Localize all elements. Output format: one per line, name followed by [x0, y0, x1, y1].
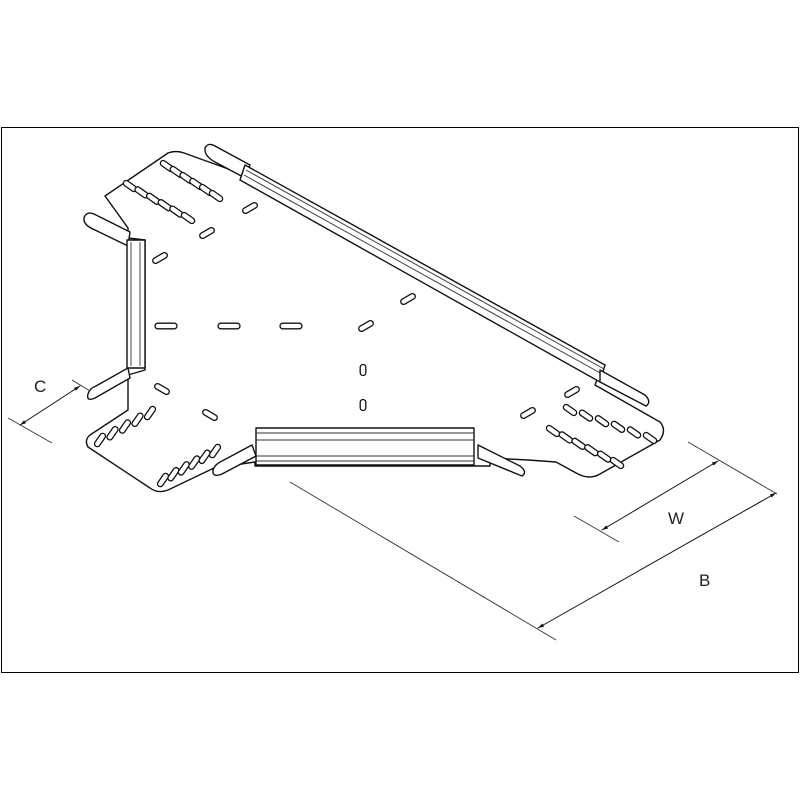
slot [202, 408, 218, 422]
drawing-frame [1, 127, 799, 673]
slot [578, 409, 594, 422]
slot [242, 201, 258, 215]
slot [131, 412, 144, 428]
slot [359, 363, 367, 377]
slot [177, 461, 190, 476]
dimension-b-label: B [699, 571, 710, 590]
slot [217, 322, 241, 330]
slot [520, 406, 536, 420]
slot [143, 405, 157, 421]
slot [156, 472, 170, 488]
slot [564, 385, 580, 399]
left-side-rail [83, 212, 146, 401]
slot [198, 449, 211, 465]
perforation-slots [93, 159, 658, 488]
dimension-b: B [289, 481, 777, 641]
slot [118, 419, 132, 434]
slot [279, 322, 303, 330]
slot [199, 226, 215, 240]
slot [359, 398, 367, 412]
slot [167, 466, 180, 482]
slot [106, 425, 119, 441]
dimension-c: C [7, 377, 91, 444]
slot [208, 443, 222, 459]
slot [642, 431, 658, 445]
top-side-rail [204, 143, 650, 407]
slot [154, 322, 178, 330]
slot [152, 251, 168, 265]
slot [594, 415, 610, 428]
slot [626, 426, 642, 439]
slot [562, 403, 578, 417]
bottom-side-rail [212, 427, 526, 477]
slot [154, 382, 170, 396]
slot [208, 189, 224, 203]
slot [400, 292, 416, 306]
slot [188, 455, 201, 470]
slot [610, 420, 626, 433]
slot [180, 211, 196, 225]
slot [358, 319, 374, 333]
slot [93, 432, 107, 448]
dimension-w-label: W [668, 509, 684, 528]
dimension-c-label: C [34, 377, 46, 396]
